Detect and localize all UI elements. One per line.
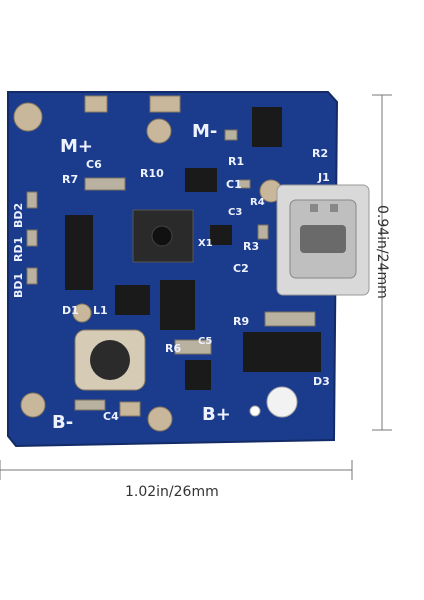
label-r3: R3 bbox=[243, 240, 259, 253]
tactile-switch bbox=[132, 209, 194, 263]
label-l1: L1 bbox=[93, 304, 108, 317]
label-r10: R10 bbox=[140, 167, 164, 180]
label-bd1: BD1 bbox=[12, 273, 25, 298]
label-c4: C4 bbox=[103, 410, 119, 423]
label-c2: C2 bbox=[233, 262, 249, 275]
label-rd1: RD1 bbox=[12, 237, 25, 262]
micro-usb-connector bbox=[276, 184, 370, 296]
width-dimension-label: 1.02in/26mm bbox=[125, 484, 219, 500]
inductor bbox=[74, 329, 146, 391]
label-r1: R1 bbox=[228, 155, 244, 168]
label-x1: X1 bbox=[198, 238, 213, 249]
label-m-minus: M- bbox=[192, 121, 217, 142]
silkscreen-labels: M+ M- C6 R7 R10 R1 R2 J1 C1 C3 X1 R3 C2 … bbox=[12, 121, 330, 433]
label-c6: C6 bbox=[86, 158, 102, 171]
label-r7: R7 bbox=[62, 173, 78, 186]
label-d1: D1 bbox=[62, 304, 79, 317]
label-c3: C3 bbox=[228, 207, 242, 218]
label-r4: R4 bbox=[250, 197, 265, 208]
solder-pads bbox=[13, 95, 309, 432]
height-dimension-label: 0.94in/24mm bbox=[374, 205, 390, 299]
label-b-plus: B+ bbox=[202, 404, 231, 425]
width-dimension-line bbox=[0, 460, 353, 480]
label-r6: R6 bbox=[165, 342, 181, 355]
label-j1: J1 bbox=[317, 171, 330, 184]
smd-components bbox=[26, 129, 316, 411]
label-c5: C5 bbox=[198, 336, 212, 347]
label-r2: R2 bbox=[312, 147, 328, 160]
label-m-plus: M+ bbox=[60, 136, 93, 157]
height-dimension-line bbox=[372, 94, 392, 431]
label-d3: D3 bbox=[313, 375, 330, 388]
label-b-minus: B- bbox=[52, 412, 73, 433]
label-bd2: BD2 bbox=[12, 203, 25, 228]
ic-chips bbox=[65, 107, 321, 390]
label-c1: C1 bbox=[226, 178, 242, 191]
label-r9: R9 bbox=[233, 315, 249, 328]
